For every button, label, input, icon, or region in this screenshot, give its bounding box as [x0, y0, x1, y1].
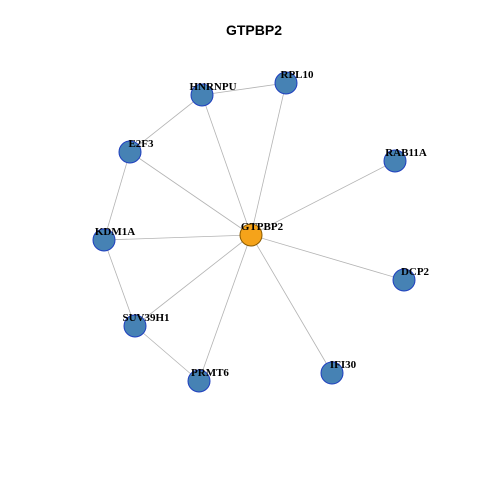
edge-gtpbp2-suv39h1: [134, 234, 252, 327]
edge-gtpbp2-dcp2: [250, 234, 405, 281]
edge-hnrnpu-rpl10: [201, 82, 287, 96]
node-dcp2: DCP2: [392, 266, 430, 292]
edge-hnrnpu-e2f3: [129, 94, 203, 153]
node-label-suv39h1: SUV39H1: [122, 312, 169, 324]
edge-gtpbp2-hnrnpu: [201, 94, 252, 236]
edge-e2f3-kdm1a: [103, 151, 131, 241]
node-label-rpl10: RPL10: [281, 69, 315, 81]
node-label-gtpbp2: GTPBP2: [241, 221, 284, 233]
node-circle-e2f3: [118, 140, 142, 164]
node-hnrnpu: HNRNPU: [189, 81, 237, 107]
node-circle-hnrnpu: [190, 83, 214, 107]
diagram-title: GTPBP2: [226, 22, 282, 38]
edge-gtpbp2-prmt6: [198, 234, 252, 382]
node-label-rab11a: RAB11A: [385, 147, 427, 159]
node-label-e2f3: E2F3: [128, 138, 154, 150]
node-circle-ifi30: [320, 361, 344, 385]
edge-layer: [103, 82, 405, 382]
edge-suv39h1-prmt6: [134, 325, 200, 382]
edge-gtpbp2-rab11a: [250, 160, 396, 236]
node-circle-dcp2: [392, 268, 416, 292]
node-rab11a: RAB11A: [383, 147, 427, 173]
node-rpl10: RPL10: [274, 69, 315, 95]
node-suv39h1: SUV39H1: [122, 312, 170, 338]
edge-gtpbp2-kdm1a: [103, 234, 252, 241]
node-prmt6: PRMT6: [187, 367, 229, 393]
node-ifi30: IFI30: [320, 359, 357, 385]
edge-gtpbp2-ifi30: [250, 234, 333, 374]
node-label-dcp2: DCP2: [401, 266, 430, 278]
node-circle-rab11a: [383, 149, 407, 173]
node-label-kdm1a: KDM1A: [95, 226, 135, 238]
edge-gtpbp2-rpl10: [250, 82, 287, 236]
node-circle-rpl10: [274, 71, 298, 95]
node-label-ifi30: IFI30: [330, 359, 357, 371]
node-label-prmt6: PRMT6: [191, 367, 229, 379]
node-circle-suv39h1: [123, 314, 147, 338]
node-e2f3: E2F3: [118, 138, 154, 164]
node-gtpbp2: GTPBP2: [239, 221, 284, 247]
node-circle-prmt6: [187, 369, 211, 393]
node-circle-gtpbp2: [239, 223, 263, 247]
node-kdm1a: KDM1A: [92, 226, 135, 252]
node-circle-kdm1a: [92, 228, 116, 252]
edge-gtpbp2-e2f3: [129, 151, 252, 236]
node-label-hnrnpu: HNRNPU: [189, 81, 236, 93]
edge-kdm1a-suv39h1: [103, 239, 136, 327]
